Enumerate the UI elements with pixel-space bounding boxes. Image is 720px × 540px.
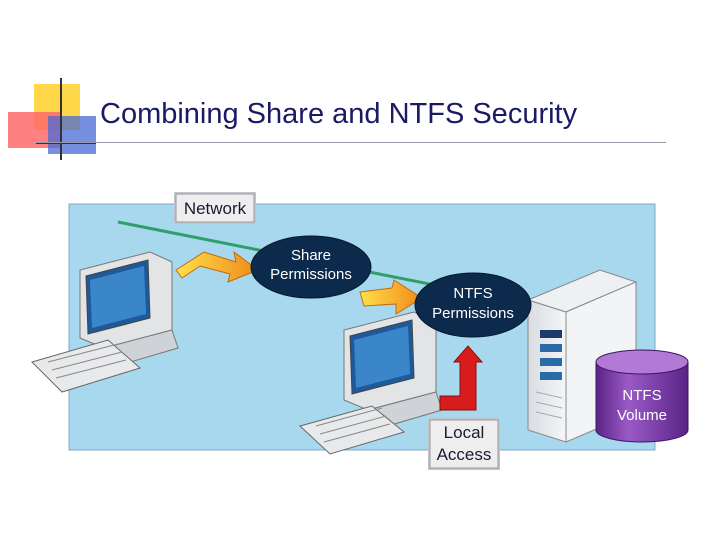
local-access-label-box: Local Access: [428, 418, 500, 470]
share-permissions-line1: Share: [291, 247, 331, 264]
ntfs-permissions-node: NTFS Permissions: [414, 272, 532, 338]
ntfs-permissions-line2: Permissions: [432, 305, 514, 322]
title-underline: [36, 142, 666, 143]
ntfs-volume-node: NTFS Volume: [595, 349, 689, 443]
share-access-arrow: [175, 250, 260, 283]
client-computer-1: [31, 251, 179, 393]
client-computer-2: [299, 311, 443, 455]
ornament-blue-square: [48, 116, 96, 154]
local-access-arrow: [439, 345, 484, 411]
local-access-line1: Local: [444, 423, 485, 442]
local-access-line2: Access: [437, 445, 492, 464]
share-to-ntfs-arrow: [359, 279, 423, 315]
ntfs-volume-line2: Volume: [617, 407, 667, 424]
share-permissions-line2: Permissions: [270, 266, 352, 283]
ntfs-permissions-line1: NTFS: [453, 285, 492, 302]
ornament-vertical-line: [60, 78, 62, 160]
slide-title: Combining Share and NTFS Security: [100, 98, 578, 130]
network-label-box: Network: [174, 192, 256, 224]
ntfs-volume-line1: NTFS: [622, 387, 661, 404]
title-ornament: [0, 0, 100, 170]
ornament-horizontal-line: [36, 142, 96, 144]
share-permissions-node: Share Permissions: [250, 235, 372, 299]
network-label: Network: [184, 199, 247, 218]
